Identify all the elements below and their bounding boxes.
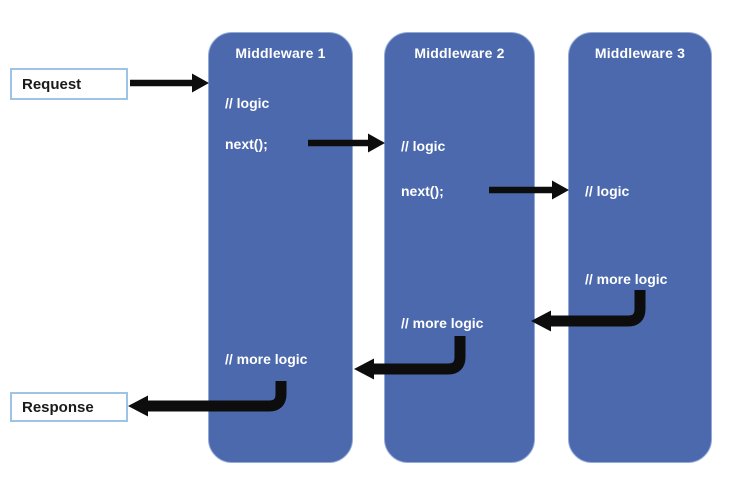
middleware-1-more-logic-line: // more logic <box>225 351 308 367</box>
middleware-1-logic-line: // logic <box>225 95 270 111</box>
request-arrow <box>130 73 209 93</box>
middleware-3-title: Middleware 3 <box>594 45 686 61</box>
middleware-2-title: Middleware 2 <box>414 45 505 61</box>
response-box: Response <box>10 392 128 422</box>
middleware-3-more-logic-line: // more logic <box>585 271 668 287</box>
request-label: Request <box>22 75 82 93</box>
middleware-1-title: Middleware 1 <box>235 45 326 61</box>
middleware-2-more-logic-line: // more logic <box>401 315 484 331</box>
middleware-2-card: Middleware 2 // logic next(); // more lo… <box>384 32 535 463</box>
middleware-3-logic-line: // logic <box>585 183 630 199</box>
middleware-3-card: Middleware 3 // logic // more logic <box>568 32 712 463</box>
middleware-2-logic-line: // logic <box>401 138 446 154</box>
middleware-2-next-line: next(); <box>401 183 444 199</box>
middleware-1-next-line: next(); <box>225 136 268 152</box>
request-box: Request <box>10 68 128 100</box>
response-label: Response <box>22 398 94 416</box>
middleware-1-card: Middleware 1 // logic next(); // more lo… <box>208 32 353 463</box>
